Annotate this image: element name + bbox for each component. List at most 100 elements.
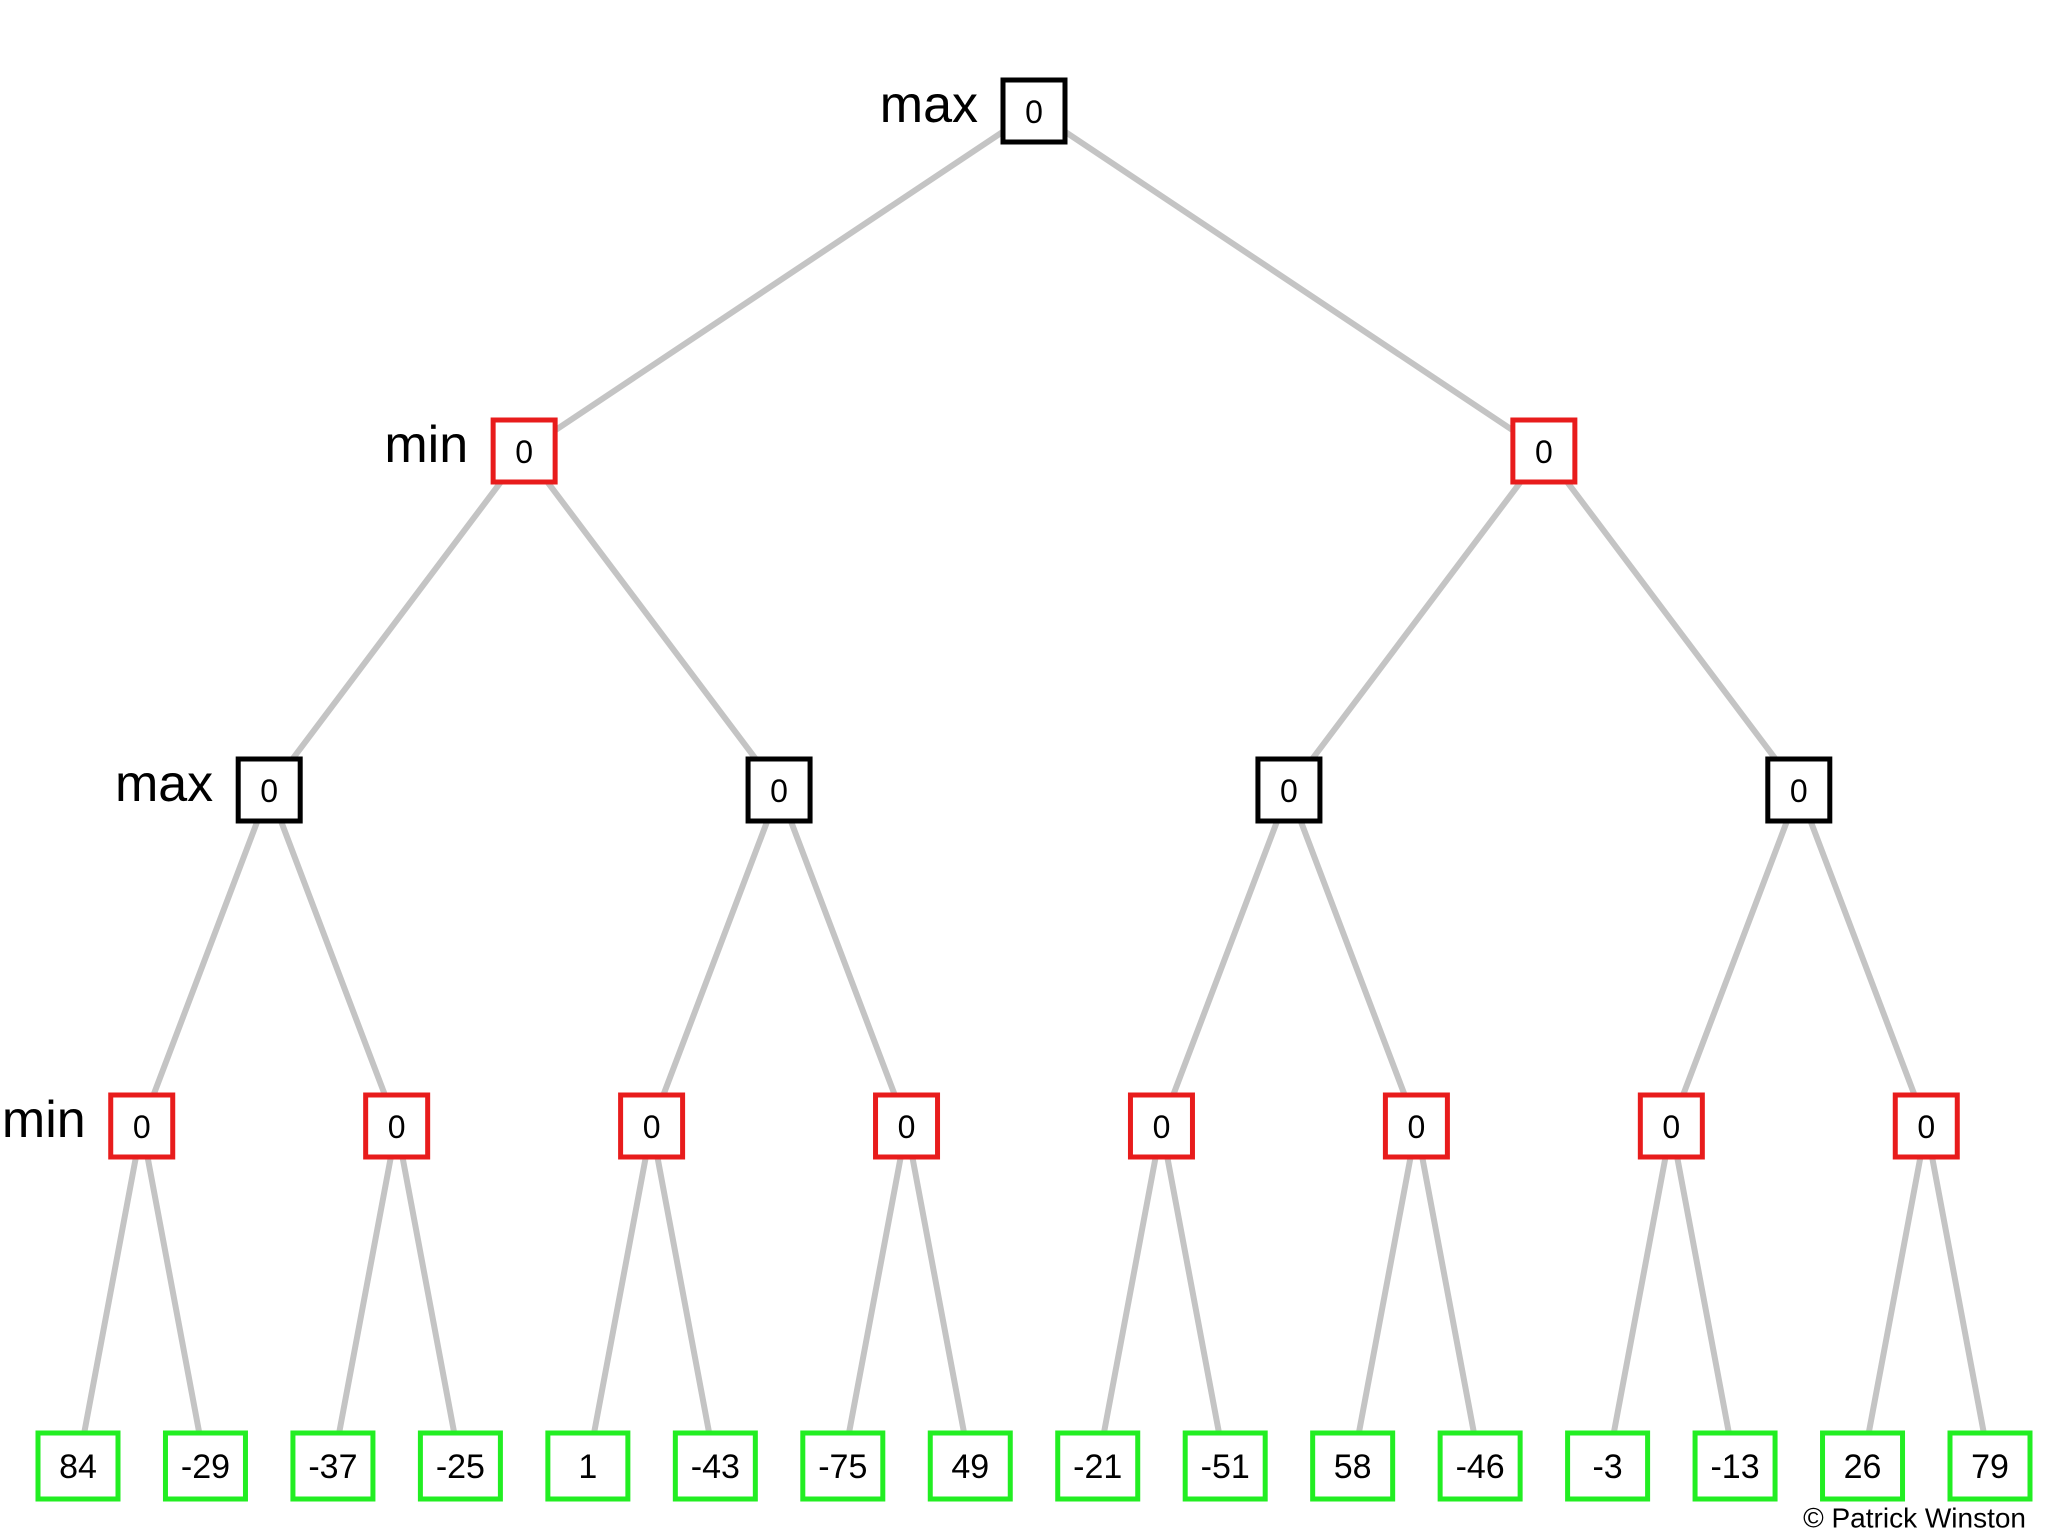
min-node: 0	[1127, 1092, 1195, 1160]
min-node-box	[1637, 1092, 1705, 1160]
leaf-node: -51	[1182, 1430, 1268, 1502]
leaf-box	[162, 1430, 248, 1502]
tree-edge	[266, 787, 400, 1129]
leaf-value: 49	[951, 1448, 989, 1486]
leaf-node: 49	[927, 1430, 1013, 1502]
level-label-min: min	[384, 416, 468, 474]
min-node-box	[1127, 1092, 1195, 1160]
leaf-box	[1310, 1430, 1396, 1502]
max-node-box	[1765, 756, 1833, 824]
leaf-node: 79	[1947, 1430, 2033, 1502]
tree-edge	[1158, 1123, 1229, 1469]
leaf-value: -37	[308, 1448, 357, 1486]
tree-edge	[903, 1123, 974, 1469]
tree-edge	[329, 1123, 400, 1469]
node-value: 0	[1025, 94, 1043, 130]
leaf-node: 84	[35, 1430, 121, 1502]
leaf-box	[545, 1430, 631, 1502]
leaf-box	[1820, 1430, 1906, 1502]
tree-edge	[1923, 1123, 1993, 1469]
level-label-max: max	[880, 76, 978, 134]
tree-edge	[1668, 1123, 1739, 1469]
tree-edge	[521, 108, 1037, 454]
min-node: 0	[490, 417, 558, 485]
max-node: 0	[1255, 756, 1323, 824]
tree-edge	[1285, 448, 1547, 793]
leaf-value: -46	[1456, 1448, 1505, 1486]
leaf-value: 58	[1334, 1448, 1372, 1486]
max-node-box	[745, 756, 813, 824]
max-node-box	[235, 756, 303, 824]
tree-edges	[75, 108, 1993, 1469]
tree-edge	[1668, 787, 1802, 1129]
min-node: 0	[1510, 417, 1578, 485]
min-node-box	[618, 1092, 686, 1160]
min-node-box	[490, 417, 558, 485]
leaf-value: 84	[59, 1448, 97, 1486]
tree-edge	[776, 787, 910, 1129]
max-node-box	[1000, 77, 1068, 145]
node-value: 0	[133, 1109, 151, 1145]
min-node-box	[873, 1092, 941, 1160]
leaf-node: -25	[417, 1430, 503, 1502]
tree-edge	[648, 787, 783, 1129]
leaf-node: -21	[1055, 1430, 1141, 1502]
leaf-value: -29	[181, 1448, 230, 1486]
tree-edge	[266, 448, 528, 793]
copyright-credit: © Patrick Winston	[1803, 1503, 2026, 1534]
leaf-node: 26	[1820, 1430, 1906, 1502]
leaf-value: -75	[818, 1448, 867, 1486]
min-node-box	[1382, 1092, 1450, 1160]
leaf-box	[1565, 1430, 1651, 1502]
node-value: 0	[515, 434, 533, 470]
leaf-box	[1947, 1430, 2033, 1502]
max-node-box	[1255, 756, 1323, 824]
leaf-value: -3	[1592, 1448, 1622, 1486]
node-value: 0	[1662, 1109, 1680, 1145]
leaf-node: -29	[162, 1430, 248, 1502]
node-value: 0	[260, 773, 278, 809]
leaf-value: 26	[1844, 1448, 1882, 1486]
tree-edge	[648, 1123, 719, 1469]
leaf-node: -75	[800, 1430, 886, 1502]
leaf-node: -46	[1437, 1430, 1523, 1502]
node-value: 0	[898, 1109, 916, 1145]
tree-edge	[1158, 787, 1292, 1129]
leaf-value: -21	[1073, 1448, 1122, 1486]
node-value: 0	[1408, 1109, 1426, 1145]
leaf-box	[1055, 1430, 1141, 1502]
tree-edge	[1349, 1123, 1420, 1469]
min-node: 0	[1382, 1092, 1450, 1160]
node-value: 0	[1917, 1109, 1935, 1145]
min-node-box	[108, 1092, 176, 1160]
leaf-box	[1692, 1430, 1778, 1502]
max-node: 0	[745, 756, 813, 824]
tree-edge	[138, 1123, 209, 1469]
node-value: 0	[643, 1109, 661, 1145]
leaf-node: 1	[545, 1430, 631, 1502]
leaf-value: -13	[1710, 1448, 1759, 1486]
min-node-box	[363, 1092, 431, 1160]
tree-edge	[138, 787, 273, 1129]
leaf-node: -37	[290, 1430, 376, 1502]
node-value: 0	[1280, 773, 1298, 809]
max-node: 0	[235, 756, 303, 824]
tree-edge	[1031, 108, 1547, 454]
leaf-value: -51	[1201, 1448, 1250, 1486]
tree-edge	[1094, 1123, 1165, 1469]
tree-edge	[584, 1123, 655, 1469]
level-label-min: min	[2, 1091, 86, 1149]
tree-edge	[839, 1123, 910, 1469]
min-node-box	[1892, 1092, 1960, 1160]
leaf-node: -13	[1692, 1430, 1778, 1502]
leaf-box	[800, 1430, 886, 1502]
leaf-value: -25	[436, 1448, 485, 1486]
min-node: 0	[1637, 1092, 1705, 1160]
leaf-box	[290, 1430, 376, 1502]
tree-edge	[521, 448, 783, 793]
leaf-box	[35, 1430, 121, 1502]
leaf-node: 58	[1310, 1430, 1396, 1502]
leaf-box	[927, 1430, 1013, 1502]
